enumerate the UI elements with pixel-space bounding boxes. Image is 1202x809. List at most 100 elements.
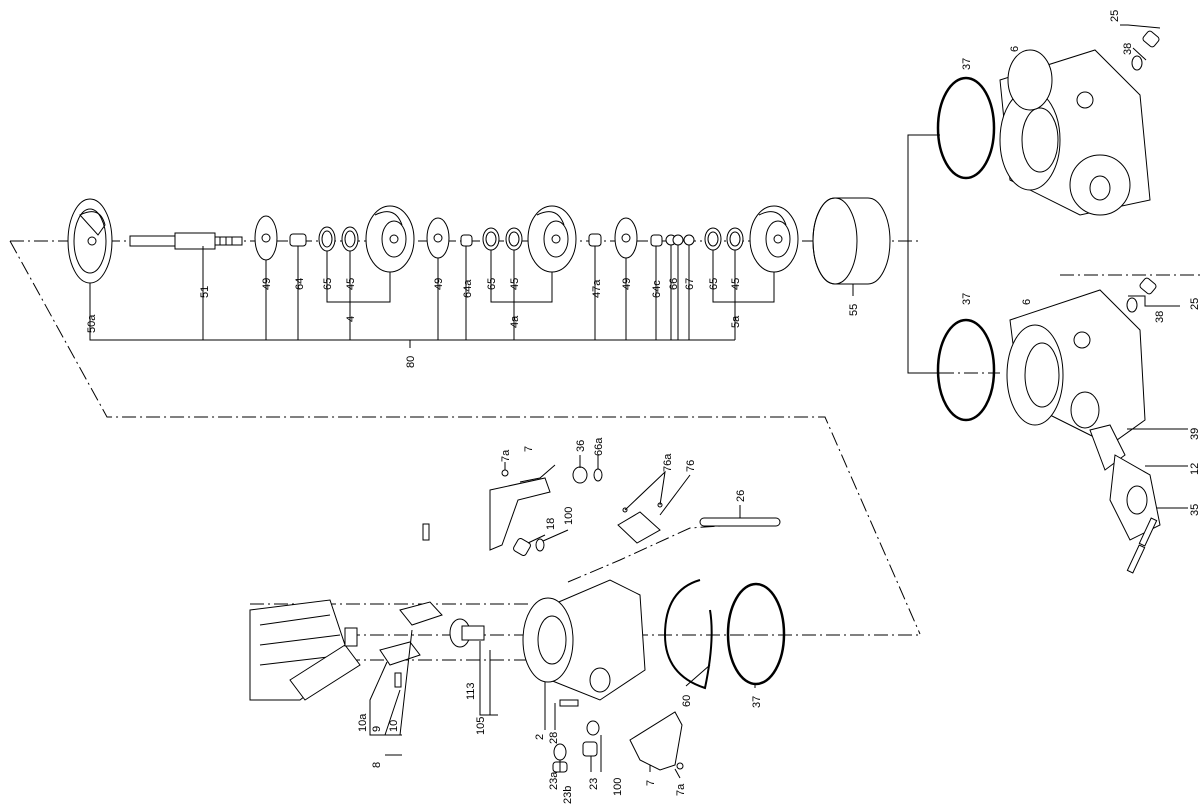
- label-64c: 64c: [651, 280, 663, 298]
- label-49-a: 49: [261, 278, 273, 290]
- part-23-drain-plug: [582, 741, 598, 757]
- label-9: 9: [371, 726, 383, 732]
- part-76-nameplate: [617, 502, 663, 544]
- label-37-upper: 37: [961, 58, 973, 70]
- leader-38-upper: [1132, 47, 1147, 61]
- part-64a-spacer: [460, 234, 473, 247]
- label-18: 18: [545, 518, 557, 530]
- label-47a: 47a: [591, 279, 603, 298]
- part-113-seal: [449, 618, 485, 648]
- label-64: 64: [294, 278, 306, 290]
- label-8: 8: [371, 762, 383, 768]
- label-38-upper: 38: [1122, 43, 1134, 55]
- part-47a-bush: [588, 233, 602, 247]
- part-100-oring-lower: [586, 720, 600, 736]
- part-5a-chamber: [749, 205, 799, 273]
- label-100-upper: 100: [563, 507, 575, 525]
- label-45-c: 45: [730, 278, 742, 290]
- label-60: 60: [681, 695, 693, 707]
- label-38-lower: 38: [1154, 311, 1166, 323]
- label-25-lower: 25: [1189, 298, 1201, 310]
- label-35: 35: [1189, 504, 1201, 516]
- label-7-lower: 7: [645, 780, 657, 786]
- part-38-washer-lower: [1126, 297, 1138, 313]
- part-38-washer-upper: [1131, 55, 1143, 71]
- label-26: 26: [735, 490, 747, 502]
- part-64-spacer: [289, 233, 307, 247]
- label-45-a: 45: [345, 278, 357, 290]
- part-66-washer: [665, 234, 684, 246]
- label-23: 23: [588, 778, 600, 790]
- part-66a-washer: [593, 468, 603, 482]
- label-23a: 23a: [548, 771, 560, 790]
- part-65-ring-2: [482, 227, 500, 251]
- part-37-oring-lower: [936, 318, 996, 422]
- part-50a-plate: [67, 198, 113, 284]
- lower-leaders: [369, 455, 756, 779]
- label-37-bottom: 37: [751, 696, 763, 708]
- part-2-motor-stool: [522, 579, 646, 701]
- label-45-b: 45: [509, 278, 521, 290]
- label-7a-upper: 7a: [500, 449, 512, 462]
- label-113: 113: [465, 682, 477, 700]
- part-23a-plug: [553, 743, 567, 761]
- part-67-nut: [683, 234, 695, 246]
- part-45-ring-3: [726, 227, 744, 251]
- part-labels: 50a 51 49 64 65 45 4 49 64a 65 45 4a 47a…: [86, 10, 1201, 804]
- part-49-impeller-1: [254, 215, 278, 261]
- label-36: 36: [575, 440, 587, 452]
- part-45-ring-1: [341, 226, 359, 252]
- leader-38-25-lower: [1128, 295, 1180, 307]
- part-65-ring-3: [704, 227, 722, 251]
- label-25-upper: 25: [1109, 10, 1121, 22]
- part-100-oring-upper: [535, 538, 545, 552]
- part-49-impeller-2: [426, 217, 450, 259]
- label-105: 105: [475, 717, 487, 735]
- label-12: 12: [1189, 463, 1201, 475]
- label-100-lower: 100: [612, 778, 624, 796]
- label-7a-lower: 7a: [675, 783, 687, 796]
- label-28: 28: [548, 732, 560, 744]
- part-35-bolts: [1126, 517, 1158, 574]
- part-64c-spacer: [650, 234, 663, 247]
- label-10a: 10a: [357, 713, 369, 732]
- label-7-upper: 7: [523, 446, 535, 452]
- label-80: 80: [405, 356, 417, 368]
- part-6-pump-head-lower: [1006, 289, 1146, 446]
- label-10: 10: [388, 720, 400, 732]
- part-18-air-screw: [513, 538, 531, 556]
- part-36-nut: [572, 466, 588, 484]
- part-7a-screw-lower: [676, 762, 684, 770]
- part-65-ring-1: [318, 226, 336, 252]
- part-25-plug-lower: [1139, 277, 1157, 295]
- label-51: 51: [199, 286, 211, 298]
- part-7a-screw-upper: [501, 469, 509, 477]
- part-28-screw: [559, 699, 579, 707]
- part-60-spring: [663, 579, 713, 690]
- branch-lower: [907, 241, 940, 374]
- part-51-shaft: [129, 232, 243, 250]
- label-66a: 66a: [593, 437, 605, 456]
- label-4: 4: [345, 316, 357, 322]
- label-5a: 5a: [730, 315, 742, 328]
- part-7-guard-upper: [489, 477, 551, 551]
- label-67: 67: [684, 278, 696, 290]
- connector-line: [9, 240, 921, 635]
- label-6-lower: 6: [1021, 299, 1033, 305]
- part-6-pump-head-upper: [999, 49, 1151, 216]
- branch-upper: [907, 134, 940, 241]
- part-4-chamber: [365, 205, 415, 273]
- label-23b: 23b: [562, 786, 574, 804]
- label-55: 55: [848, 304, 860, 316]
- part-45-ring-2: [505, 227, 523, 251]
- label-39: 39: [1189, 428, 1201, 440]
- leader-25-upper: [1120, 24, 1161, 29]
- part-7-guard-lower: [629, 711, 683, 771]
- label-2: 2: [534, 734, 546, 740]
- label-6-upper: 6: [1009, 46, 1021, 52]
- part-9-coupling-upper: [399, 523, 443, 626]
- label-64a: 64a: [462, 279, 474, 298]
- part-26-tie-rod: [699, 517, 781, 527]
